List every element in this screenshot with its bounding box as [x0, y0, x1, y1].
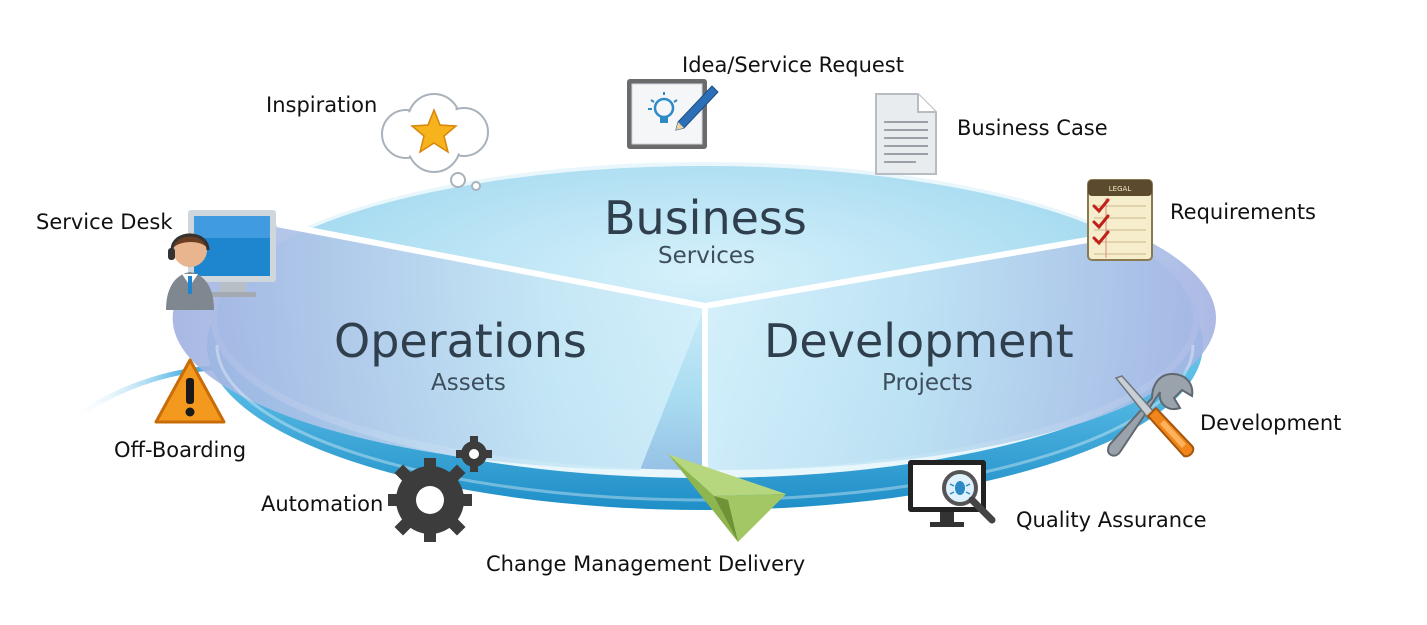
development-subtitle: Projects [882, 370, 973, 396]
operations-title: Operations [334, 314, 587, 368]
change-management-label: Change Management [486, 552, 712, 576]
idea-service-request-label: Idea/Service Request [682, 53, 904, 77]
wrench-screwdriver-icon [1106, 372, 1195, 458]
service-desk-label: Service Desk [36, 210, 173, 234]
gears-icon [388, 436, 492, 542]
thought-cloud-star-icon [381, 93, 489, 191]
development-title: Development [764, 314, 1074, 368]
off-boarding-label: Off-Boarding [114, 438, 247, 462]
monitor-magnifier-bug-icon [908, 460, 996, 527]
operations-subtitle: Assets [431, 370, 506, 396]
support-agent-computer-icon [166, 210, 276, 310]
legal-pad-checklist-icon: LEGAL [1087, 179, 1153, 261]
quality-assurance-label: Quality Assurance [1016, 508, 1207, 532]
paper-airplane-icon [668, 454, 786, 542]
business-case-label: Business Case [957, 116, 1108, 140]
inspiration-label: Inspiration [266, 93, 378, 117]
whiteboard-lightbulb-icon [627, 79, 719, 149]
legal-pad-header: LEGAL [1109, 185, 1132, 193]
requirements-label: Requirements [1170, 200, 1316, 224]
business-title: Business [604, 191, 807, 245]
delivery-label: Delivery [718, 552, 806, 576]
development-label: Development [1200, 411, 1342, 435]
automation-label: Automation [261, 492, 384, 516]
business-subtitle: Services [658, 243, 755, 269]
document-icon [875, 93, 937, 175]
warning-triangle-icon [154, 358, 226, 424]
